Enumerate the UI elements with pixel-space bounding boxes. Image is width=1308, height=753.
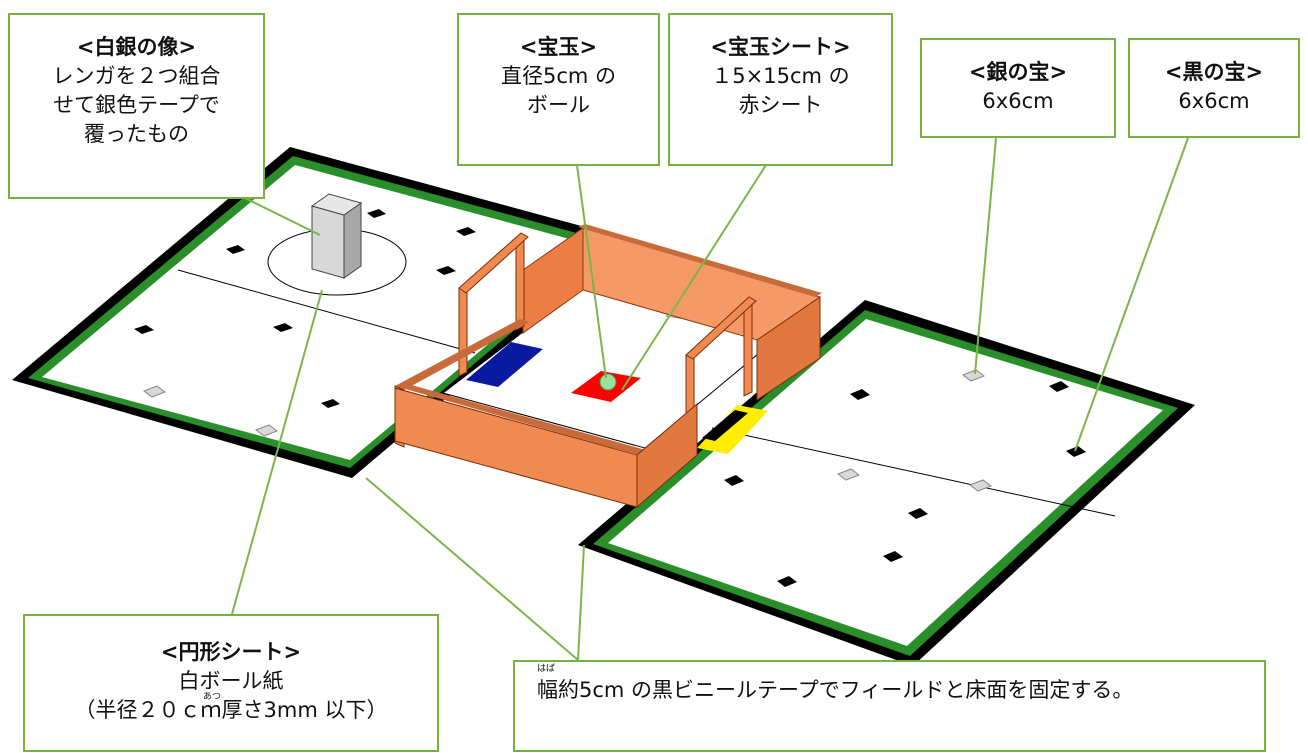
left-field-surface xyxy=(42,165,603,460)
leader-black xyxy=(1074,137,1189,452)
callout-title: <宝玉シート> xyxy=(710,35,851,59)
callout-circle-sheet: <円形シート> 白ボール紙 （半径２０ｃｍ厚さ3mm 以下） あつ xyxy=(23,614,439,752)
callout-line: ボール xyxy=(527,93,590,117)
callout-line: 赤シート xyxy=(738,93,823,117)
left-gate-post xyxy=(458,283,468,377)
silver-statue xyxy=(310,193,363,279)
front-wall-left-top xyxy=(395,319,529,390)
black-marker xyxy=(367,209,386,218)
callout-tape: はば 幅約5cm の黒ビニールテープでフィールドと床面を固定する。 xyxy=(513,660,1266,752)
right-gate-post xyxy=(743,298,753,397)
leader-ball xyxy=(572,135,607,379)
leader-tape-2 xyxy=(577,544,585,661)
blue-zone xyxy=(466,342,543,387)
back-wall-top xyxy=(578,224,822,297)
callout-line: 直径5cm の xyxy=(500,64,617,88)
callout-line: レンガを２つ組合 xyxy=(52,64,221,88)
left-field-center-line xyxy=(177,269,476,354)
left-gate-beam xyxy=(458,232,529,294)
statue-top xyxy=(310,193,363,216)
callout-line: 覆ったもの xyxy=(84,122,189,146)
black-marker xyxy=(908,508,928,519)
callout-title: <円形シート> xyxy=(160,640,302,664)
leader-tape-1 xyxy=(365,477,579,661)
callout-line: 白ボール紙 xyxy=(178,669,284,693)
black-marker xyxy=(321,399,340,408)
right-field-markers xyxy=(724,381,1086,587)
callout-line: 6x6cm xyxy=(982,89,1054,113)
front-wall-top xyxy=(395,383,646,455)
silver-marker xyxy=(968,479,993,492)
callout-silver-statue: <白銀の像> レンガを２つ組合 せて銀色テープで 覆ったもの xyxy=(8,13,265,199)
callout-line: 6x6cm xyxy=(1178,89,1250,113)
black-marker xyxy=(456,227,476,236)
ruby-reading: あつ xyxy=(203,692,222,702)
front-wall-right xyxy=(636,402,698,509)
black-marker xyxy=(1066,446,1086,457)
yellow-zone xyxy=(697,405,768,454)
black-marker xyxy=(883,551,903,562)
callout-title: <黒の宝> xyxy=(1164,60,1264,84)
black-marker xyxy=(134,325,154,334)
left-gate-post xyxy=(515,237,525,331)
right-field-silver-markers xyxy=(836,369,993,492)
leader-silver xyxy=(974,137,997,375)
callout-silver-treasure: <銀の宝> 6x6cm xyxy=(920,38,1116,138)
black-marker xyxy=(226,245,245,254)
right-field xyxy=(578,300,1195,666)
callout-title: <宝玉> xyxy=(519,35,598,59)
left-field-markers xyxy=(134,209,476,408)
callout-treasure-sheet: <宝玉シート> １5×15cm の 赤シート xyxy=(668,13,893,166)
callout-line: 幅約5cm の黒ビニールテープでフィールドと床面を固定する。 xyxy=(537,678,1134,702)
right-field-surface xyxy=(608,319,1163,646)
silver-marker xyxy=(142,385,167,398)
silver-marker xyxy=(836,468,861,481)
right-field-center-line xyxy=(711,427,1116,517)
left-field-silver-markers xyxy=(142,385,279,437)
statue-front xyxy=(311,205,345,279)
back-wall-right xyxy=(756,296,821,401)
black-marker xyxy=(436,266,456,275)
yellow-zone-stripe xyxy=(702,410,748,441)
ruby-reading: はば xyxy=(537,664,556,674)
black-marker xyxy=(850,389,870,400)
silver-marker xyxy=(254,424,279,437)
silver-marker xyxy=(961,369,986,382)
black-marker xyxy=(777,576,797,587)
callout-title: <白銀の像> xyxy=(76,35,197,59)
callout-line: せて銀色テープで xyxy=(53,93,220,117)
callout-treasure-ball: <宝玉> 直径5cm の ボール xyxy=(457,13,660,166)
callout-black-treasure: <黒の宝> 6x6cm xyxy=(1128,38,1300,138)
callout-line: １5×15cm の xyxy=(711,64,850,88)
treasure-ball xyxy=(599,373,617,391)
black-marker xyxy=(724,475,744,486)
right-gate-beam xyxy=(685,296,757,360)
black-marker xyxy=(1049,381,1069,392)
black-marker xyxy=(273,323,293,332)
callout-line: （半径２０ｃｍ厚さ3mm 以下） xyxy=(74,698,388,722)
leader-sheet xyxy=(621,139,783,391)
leader-circle xyxy=(231,289,323,615)
back-wall xyxy=(522,224,822,359)
front-walls xyxy=(394,296,821,509)
statue-side xyxy=(343,202,362,279)
callout-title: <銀の宝> xyxy=(968,60,1068,84)
